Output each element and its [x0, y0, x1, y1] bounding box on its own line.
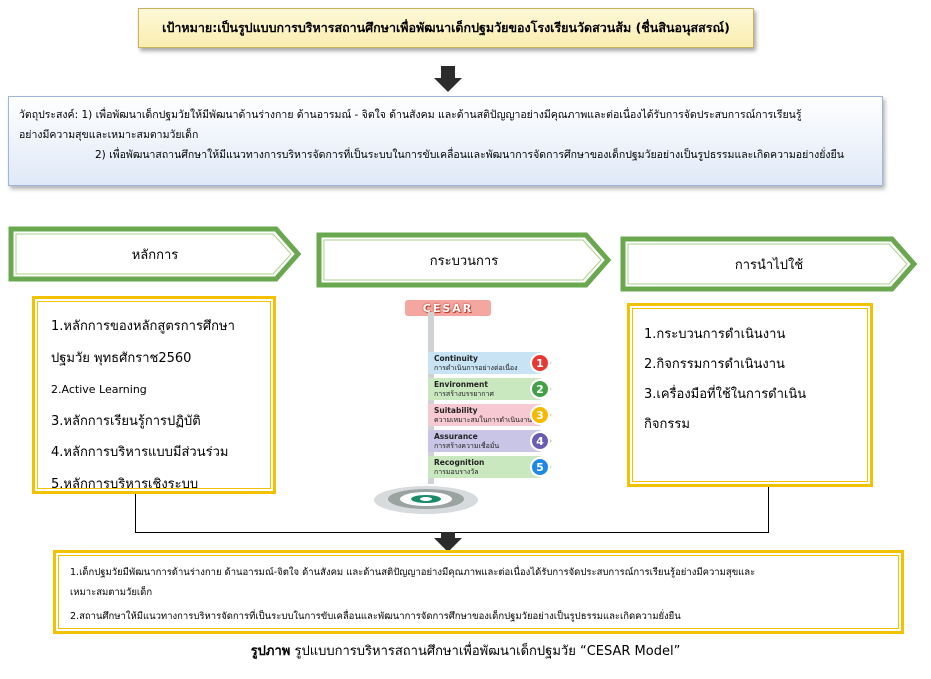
principle-item: 2.Active Learning	[51, 383, 147, 396]
outcome-box: 1.เด็กปฐมวัยมีพัฒนาการด้านร่างกาย ด้านอา…	[53, 550, 904, 634]
caption-prefix: รูปภาพ	[250, 644, 291, 659]
cesar-number-badge: 1	[530, 353, 550, 373]
outcome-line-2: เหมาะสมตามวัยเด็ก	[70, 587, 153, 598]
principle-item: 5.หลักการบริหารเชิงระบบ	[51, 476, 199, 492]
principle-item: 1.หลักการของหลักสูตรการศึกษา	[51, 319, 235, 334]
cesar-step-assurance: Assurance การสร้างความเชื่อมั่น	[428, 430, 552, 452]
cesar-step-en: Continuity	[434, 354, 478, 363]
objective-line-1: วัตถุประสงค์: 1) เพื่อพัฒนาเด็กปฐมวัยให้…	[19, 109, 802, 121]
cesar-number-badge: 2	[530, 379, 550, 399]
target-icon	[374, 486, 478, 514]
application-item: กิจกรรม	[644, 417, 690, 432]
cesar-step-th: ความเหมาะสมในการดำเนินงาน	[434, 416, 533, 424]
principles-box: 1.หลักการของหลักสูตรการศึกษา ปฐมวัย พุทธ…	[32, 296, 276, 494]
stage-application-chevron: การนำไปใช้	[620, 236, 918, 292]
stage-label: การนำไปใช้	[734, 257, 804, 273]
application-list: 1.กระบวนการดำเนินงาน 2.กิจกรรมการดำเนินง…	[644, 320, 854, 440]
down-arrow-icon	[434, 532, 462, 552]
objective-line-2: อย่างมีความสุขและเหมาะสมตามวัยเด็ก	[19, 129, 199, 141]
cesar-number-badge: 5	[530, 457, 550, 477]
outcome-line-3: 2.สถานศึกษาให้มีแนวทางการบริหารจัดการที่…	[70, 611, 681, 622]
cesar-step-en: Suitability	[434, 406, 478, 415]
cesar-number-badge: 3	[530, 405, 550, 425]
cesar-step-continuity: Continuity การดำเนินการอย่างต่อเนื่อง	[428, 352, 552, 374]
objective-box: วัตถุประสงค์: 1) เพื่อพัฒนาเด็กปฐมวัยให้…	[8, 96, 883, 186]
stage-process-chevron: กระบวนการ	[316, 232, 612, 288]
cesar-step-en: Recognition	[434, 458, 485, 467]
cesar-step-recognition: Recognition การมอบรางวัล	[428, 456, 552, 478]
objective-line-3: 2) เพื่อพัฒนาสถานศึกษาให้มีแนวทางการบริห…	[95, 149, 844, 161]
principle-item: 4.หลักการบริหารแบบมีส่วนร่วม	[51, 445, 229, 460]
principle-item: 3.หลักการเรียนรู้การปฏิบัติ	[51, 413, 201, 429]
chevron-arrow-icon	[620, 236, 918, 292]
cesar-logo: CESAR	[405, 300, 491, 316]
cesar-step-th: การสร้างความเชื่อมั่น	[434, 442, 500, 450]
down-arrow-icon	[434, 66, 462, 92]
principle-item: ปฐมวัย พุทธศักราช2560	[51, 350, 192, 366]
application-item: 3.เครื่องมือที่ใช้ในการดำเนิน	[644, 387, 807, 402]
chevron-arrow-icon	[8, 226, 302, 282]
cesar-step-th: การมอบรางวัล	[434, 468, 479, 476]
cesar-step-environment: Environment การสร้างบรรยากาศ	[428, 378, 552, 400]
chevron-arrow-icon	[316, 232, 612, 288]
figure-caption: รูปภาพ รูปแบบการบริหารสถานศึกษาเพื่อพัฒน…	[0, 640, 931, 661]
application-item: 1.กระบวนการดำเนินงาน	[644, 327, 786, 342]
connector-line	[135, 494, 136, 532]
outcome-line-1: 1.เด็กปฐมวัยมีพัฒนาการด้านร่างกาย ด้านอา…	[70, 567, 756, 578]
stage-label: กระบวนการ	[429, 253, 499, 269]
goal-box: เป้าหมาย:เป็นรูปแบบการบริหารสถานศึกษาเพื…	[138, 8, 754, 48]
cesar-step-th: การดำเนินการอย่างต่อเนื่อง	[434, 364, 518, 372]
connector-line	[768, 487, 769, 532]
cesar-step-th: การสร้างบรรยากาศ	[434, 390, 494, 398]
cesar-number-badge: 4	[530, 431, 550, 451]
cesar-step-suitability: Suitability ความเหมาะสมในการดำเนินงาน	[428, 404, 552, 426]
application-box: 1.กระบวนการดำเนินงาน 2.กิจกรรมการดำเนินง…	[627, 303, 873, 487]
stage-label: หลักการ	[131, 247, 179, 263]
stage-principles-chevron: หลักการ	[8, 226, 302, 282]
caption-text: รูปแบบการบริหารสถานศึกษาเพื่อพัฒนาเด็กปฐ…	[290, 644, 681, 659]
application-item: 2.กิจกรรมการดำเนินงาน	[644, 357, 785, 372]
cesar-step-en: Assurance	[434, 432, 478, 441]
goal-text: เป้าหมาย:เป็นรูปแบบการบริหารสถานศึกษาเพื…	[162, 20, 730, 35]
principles-list: 1.หลักการของหลักสูตรการศึกษา ปฐมวัย พุทธ…	[51, 311, 235, 500]
cesar-step-en: Environment	[434, 380, 488, 389]
